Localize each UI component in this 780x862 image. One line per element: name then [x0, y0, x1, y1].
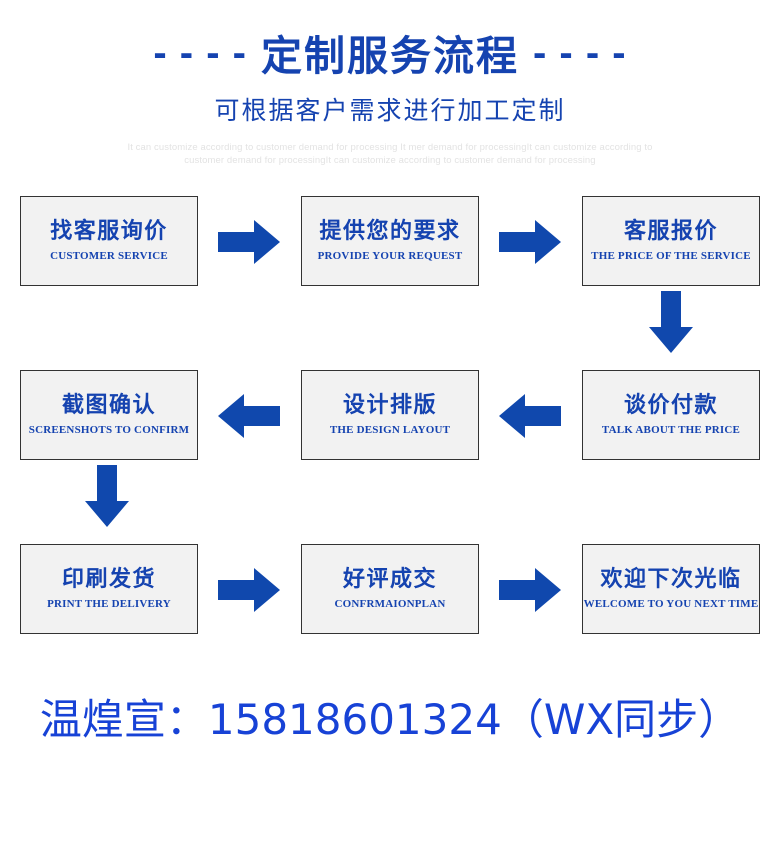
flow-step-confirmation-plan[interactable]: 好评成交 CONFRMAIONPLAN: [301, 544, 479, 634]
flow-step-title-cn: 印刷发货: [61, 566, 156, 592]
flow-step-print-delivery[interactable]: 印刷发货 PRINT THE DELIVERY: [20, 544, 198, 634]
flow-step-title-en: CONFRMAIONPLAN: [334, 598, 446, 611]
contact-line: 温煌宣：15818601324（WX同步）: [39, 695, 741, 744]
flow-row-2: 截图确认 SCREENSHOTS TO CONFIRM 设计排版 THE DES…: [0, 370, 780, 527]
arrow-left-icon: [218, 394, 280, 438]
flow-row-3: 印刷发货 PRINT THE DELIVERY 好评成交 CONFRMAIONP…: [0, 544, 780, 636]
flow-step-title-en: PRINT THE DELIVERY: [47, 598, 171, 611]
page-title: 定制服务流程: [261, 32, 519, 80]
arrow-down-icon: [649, 291, 693, 353]
flow-step-title-en: WELCOME TO YOU NEXT TIME: [583, 598, 759, 611]
flow-row-1: 找客服询价 CUSTOMER SERVICE 提供您的要求 PROVIDE YO…: [0, 196, 780, 353]
flow-step-design-layout[interactable]: 设计排版 THE DESIGN LAYOUT: [301, 370, 479, 460]
flow-step-customer-service[interactable]: 找客服询价 CUSTOMER SERVICE: [20, 196, 198, 286]
flow-step-title-cn: 好评成交: [342, 566, 437, 592]
flow-step-welcome-next-time[interactable]: 欢迎下次光临 WELCOME TO YOU NEXT TIME: [582, 544, 760, 634]
arrow-right-icon: [218, 220, 280, 264]
page-header: - - - - 定制服务流程 - - - - 可根据客户需求进行加工定制 It …: [0, 0, 780, 167]
flow-step-title-cn: 欢迎下次光临: [600, 566, 742, 592]
flow-step-title-en: SCREENSHOTS TO CONFIRM: [28, 424, 190, 437]
watermark-line-1: It can customize according to customer d…: [127, 142, 653, 166]
arrow-down-icon: [85, 465, 129, 527]
flow-step-title-cn: 找客服询价: [50, 218, 168, 244]
title-row: - - - - 定制服务流程 - - - -: [0, 30, 780, 80]
flow-step-price-of-service[interactable]: 客服报价 THE PRICE OF THE SERVICE: [582, 196, 760, 286]
page-subtitle: 可根据客户需求进行加工定制: [214, 96, 566, 125]
flow-step-screenshots-confirm[interactable]: 截图确认 SCREENSHOTS TO CONFIRM: [20, 370, 198, 460]
flow-step-title-cn: 谈价付款: [623, 392, 718, 418]
flow-step-title-en: PROVIDE YOUR REQUEST: [317, 250, 463, 263]
flow-step-title-en: CUSTOMER SERVICE: [50, 250, 168, 263]
process-flow-diagram: 找客服询价 CUSTOMER SERVICE 提供您的要求 PROVIDE YO…: [0, 196, 780, 718]
flow-step-title-en: THE PRICE OF THE SERVICE: [591, 250, 751, 263]
flow-step-title-cn: 客服报价: [623, 218, 718, 244]
arrow-right-icon: [218, 568, 280, 612]
dash-decoration-right: - - - -: [533, 30, 627, 75]
flow-step-title-en: TALK ABOUT THE PRICE: [601, 424, 741, 437]
watermark-line-2: demand for processingIt can customize ac…: [226, 155, 596, 166]
arrow-left-icon: [499, 394, 561, 438]
flow-step-title-cn: 截图确认: [61, 392, 156, 418]
flow-step-title-en: THE DESIGN LAYOUT: [329, 424, 451, 437]
flow-step-provide-request[interactable]: 提供您的要求 PROVIDE YOUR REQUEST: [301, 196, 479, 286]
arrow-right-icon: [499, 220, 561, 264]
flow-step-title-cn: 设计排版: [342, 392, 437, 418]
watermark-text: It can customize according to customer d…: [110, 141, 670, 167]
dash-decoration-left: - - - -: [153, 30, 247, 75]
arrow-right-icon: [499, 568, 561, 612]
flow-step-title-cn: 提供您的要求: [319, 218, 461, 244]
flow-step-talk-about-price[interactable]: 谈价付款 TALK ABOUT THE PRICE: [582, 370, 760, 460]
